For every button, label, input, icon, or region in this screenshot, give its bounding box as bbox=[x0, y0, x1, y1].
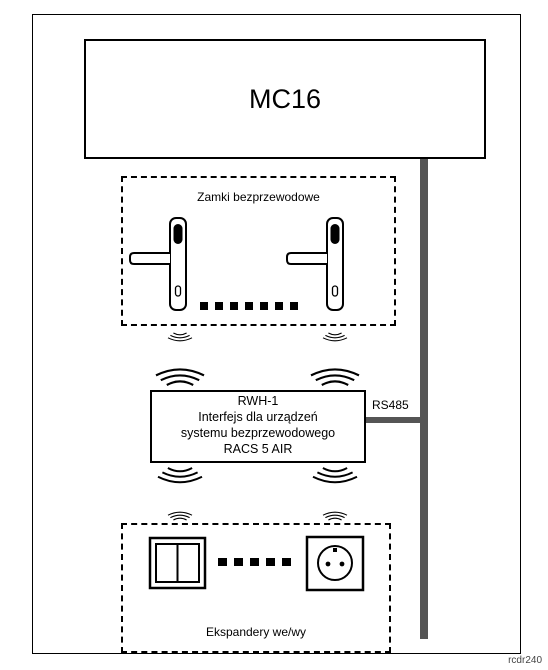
locks-ellipsis bbox=[200, 302, 298, 310]
io-expanders-label: Ekspandery we/wy bbox=[205, 625, 307, 639]
rs485-bus-line bbox=[420, 159, 428, 639]
rwh-line-1: RWH-1 bbox=[237, 394, 279, 408]
wireless-waves-icon bbox=[312, 467, 358, 484]
door-handle-icon bbox=[129, 217, 187, 311]
rs485-label: RS485 bbox=[372, 398, 409, 412]
rwh-line-4: RACS 5 AIR bbox=[223, 442, 293, 456]
door-handle-icon bbox=[286, 217, 344, 311]
expanders-ellipsis bbox=[218, 558, 291, 566]
double-switch-icon bbox=[148, 536, 207, 590]
wireless-waves-icon bbox=[322, 511, 348, 521]
wireless-waves-icon bbox=[157, 467, 203, 484]
diagram-frame bbox=[32, 14, 521, 654]
power-socket-icon bbox=[305, 535, 365, 592]
wireless-waves-icon bbox=[309, 368, 361, 387]
rwh-line-3: systemu bezprzewodowego bbox=[180, 426, 336, 440]
mc16-controller: MC16 bbox=[84, 39, 486, 159]
wireless-locks-label: Zamki bezprzewodowe bbox=[197, 190, 320, 204]
mc16-label: MC16 bbox=[248, 83, 322, 114]
wireless-waves-icon bbox=[167, 511, 193, 521]
figure-code: rcdr240 bbox=[508, 655, 542, 666]
rwh-1-interface: RWH-1 Interfejs dla urządzeń systemu bez… bbox=[150, 390, 366, 463]
io-expanders-group: Ekspandery we/wy bbox=[121, 523, 391, 653]
wireless-waves-icon bbox=[322, 332, 348, 342]
wireless-waves-icon bbox=[167, 332, 193, 342]
wireless-waves-icon bbox=[154, 368, 206, 387]
rs485-link-line bbox=[366, 417, 422, 423]
wireless-locks-group: Zamki bezprzewodowe bbox=[121, 176, 396, 326]
rwh-line-2: Interfejs dla urządzeń bbox=[198, 410, 318, 424]
